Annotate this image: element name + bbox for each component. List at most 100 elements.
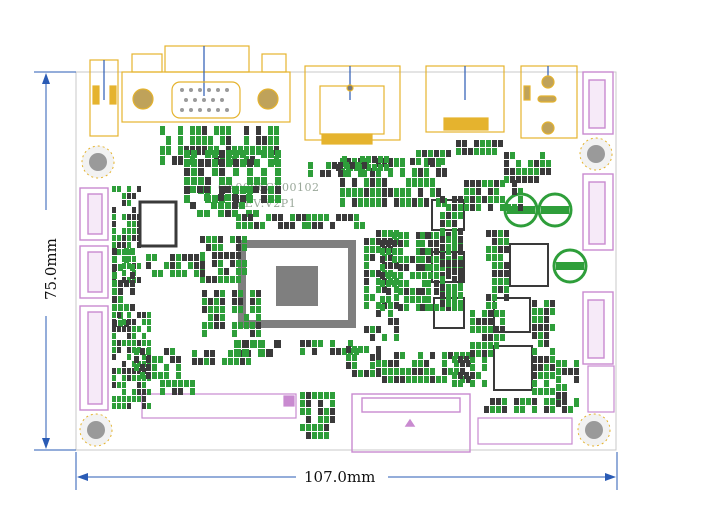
smd-pad — [137, 375, 141, 381]
smd-pad — [482, 196, 487, 203]
smd-pad — [124, 256, 129, 263]
smd-pad — [454, 352, 459, 359]
arrow-left-icon — [77, 473, 88, 481]
smd-pad — [376, 360, 381, 367]
smd-pad — [219, 186, 225, 194]
smd-pad — [532, 316, 537, 323]
smd-pad — [212, 244, 217, 251]
smd-pad — [346, 354, 351, 361]
smd-pad — [464, 372, 469, 379]
smd-pad — [219, 159, 225, 167]
smd-pad — [388, 310, 393, 317]
smd-pad — [406, 178, 411, 187]
smd-pad — [480, 148, 485, 155]
smd-pad — [446, 220, 451, 227]
smd-pad — [117, 340, 121, 346]
smd-pad — [230, 276, 235, 283]
smd-pad — [446, 300, 451, 307]
smd-pad — [330, 400, 335, 407]
smd-pad — [340, 178, 345, 187]
smd-pad — [178, 126, 183, 135]
smd-pad — [242, 268, 247, 275]
smd-pad — [452, 252, 457, 259]
smd-pad — [398, 264, 403, 271]
smd-pad — [442, 368, 447, 375]
smd-pad — [532, 388, 537, 395]
smd-pad — [225, 194, 231, 201]
smd-pad — [158, 372, 163, 379]
smd-pad — [352, 178, 357, 187]
smd-pad — [394, 286, 399, 293]
smd-pad — [274, 126, 279, 135]
smd-pad — [184, 380, 189, 387]
smd-pad — [464, 188, 469, 195]
smd-pad — [212, 159, 218, 167]
smd-pad — [253, 210, 259, 217]
smd-pad — [486, 254, 491, 261]
smd-pad — [226, 150, 232, 158]
smd-pad — [504, 286, 509, 293]
smd-pad — [224, 276, 229, 283]
smd-pad — [218, 268, 223, 275]
smd-pad — [306, 214, 311, 221]
smd-pad — [518, 188, 523, 195]
smd-pad — [466, 352, 471, 359]
smd-pad — [458, 280, 463, 287]
smd-pad — [142, 396, 146, 402]
smd-pad — [152, 270, 157, 277]
smd-pad — [492, 148, 497, 155]
smd-pad — [488, 334, 493, 341]
smd-pad — [160, 126, 165, 135]
smd-pad — [256, 330, 261, 337]
smd-pad — [394, 368, 399, 375]
smd-pad — [522, 176, 527, 183]
smd-pad — [242, 222, 247, 229]
smd-pad — [208, 298, 213, 305]
vga-pins — [180, 88, 229, 112]
smd-pad — [226, 126, 231, 135]
smd-pad — [418, 368, 423, 375]
smd-pad — [574, 400, 579, 407]
mounting-hole-icon — [79, 413, 113, 447]
smd-pad — [420, 248, 425, 255]
smd-pad — [219, 150, 225, 158]
smd-pad — [392, 272, 397, 279]
left-header-2 — [79, 245, 109, 299]
smd-pad — [504, 230, 509, 237]
smd-pad — [324, 408, 329, 415]
smd-pad — [318, 424, 323, 431]
smd-pad — [176, 262, 181, 269]
smd-pad — [137, 235, 141, 241]
smd-pad — [428, 240, 433, 247]
smd-pad — [132, 396, 136, 402]
smd-pad — [220, 298, 225, 305]
smd-pad — [330, 340, 335, 347]
smd-pad — [338, 162, 343, 169]
smd-pad — [214, 126, 219, 135]
smd-pad — [424, 168, 429, 177]
smd-pad — [440, 232, 445, 239]
smd-pad — [127, 396, 131, 402]
smd-pad — [346, 346, 351, 353]
smd-pad — [380, 240, 385, 247]
mounting-hole-icon — [577, 413, 611, 447]
smd-pad — [370, 334, 375, 341]
smd-pad — [382, 334, 387, 341]
smd-pad — [550, 372, 555, 379]
smd-pad — [242, 340, 249, 348]
smd-pad — [388, 188, 393, 197]
smd-pad — [184, 168, 190, 176]
smd-pad — [266, 214, 271, 221]
smd-pad — [416, 256, 421, 263]
smd-pad — [178, 136, 183, 145]
smd-pad — [236, 260, 241, 267]
smd-pad — [112, 235, 116, 241]
smd-pad — [232, 306, 237, 313]
smd-pad — [538, 324, 543, 331]
smd-pad — [233, 150, 239, 158]
smd-pad — [458, 284, 463, 291]
smd-pad — [194, 254, 199, 261]
smd-pad — [118, 304, 123, 311]
smd-pad — [400, 168, 405, 177]
smd-pad — [340, 188, 345, 197]
